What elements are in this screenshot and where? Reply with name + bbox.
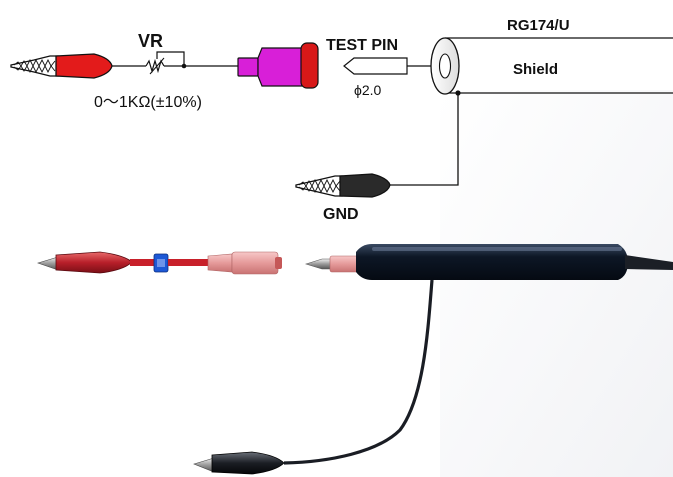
test-pin-label: TEST PIN — [326, 37, 398, 54]
vr-label: VR — [138, 31, 163, 51]
test-pin — [343, 57, 436, 75]
product-photo — [37, 244, 673, 475]
variable-resistor-icon — [145, 51, 187, 75]
ground-lead-wire — [283, 279, 434, 465]
ground-wire — [388, 93, 459, 186]
test-probe — [304, 244, 673, 280]
ground-clip-photo — [193, 451, 285, 475]
plug-connector — [237, 42, 319, 89]
vr-range-label: 0〜1KΩ(±10%) — [94, 94, 202, 111]
shield-label: Shield — [513, 61, 558, 78]
coax-cable — [430, 37, 673, 96]
cable-type-label: RG174/U — [507, 17, 570, 34]
gnd-label: GND — [323, 206, 359, 223]
vr-lead-assembly — [37, 251, 282, 275]
photo-backdrop — [440, 90, 673, 477]
schematic: VR 0〜1KΩ(±10%) TEST PIN ϕ2.0 RG174/U Shi… — [10, 17, 673, 223]
test-pin-diameter-label: ϕ2.0 — [354, 82, 382, 98]
alligator-clip-icon — [10, 53, 113, 79]
ground-clip-icon — [295, 173, 391, 198]
